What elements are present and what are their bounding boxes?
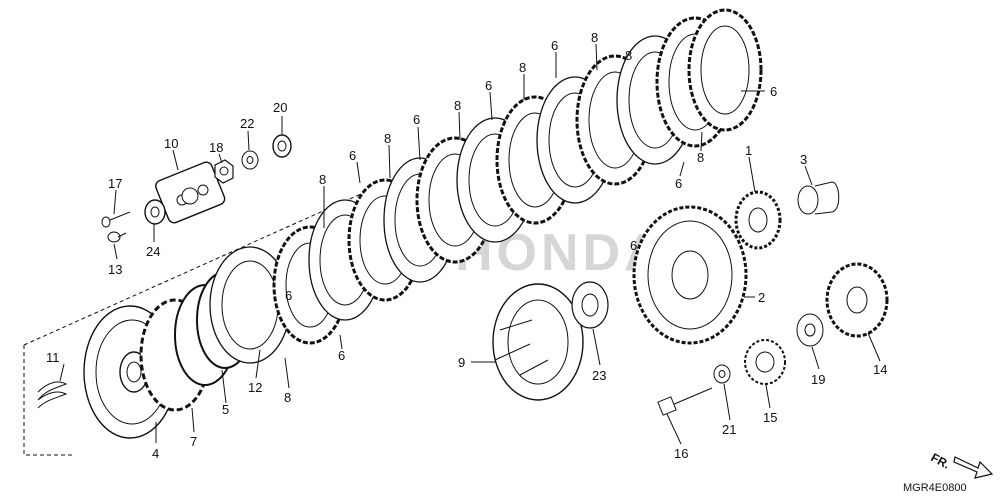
callout-20: 20	[273, 100, 287, 115]
callout-8: 8	[697, 150, 704, 165]
right-parts	[492, 181, 889, 416]
callout-6: 6	[338, 348, 345, 363]
plate-stack	[83, 8, 763, 439]
callout-labels: 1 2 3 4 5 6 6 6 6 6 6 6 6 6 7 8 8 8 8 8 …	[46, 30, 887, 461]
callout-19: 19	[811, 372, 825, 387]
callout-6: 6	[551, 38, 558, 53]
callout-10: 10	[164, 136, 178, 151]
callout-6: 6	[675, 176, 682, 191]
callout-23: 23	[592, 368, 606, 383]
callout-8: 8	[384, 131, 391, 146]
front-direction-indicator: FR.	[929, 450, 994, 479]
callout-8: 8	[454, 98, 461, 113]
callout-2: 2	[758, 290, 765, 305]
callout-16: 16	[674, 446, 688, 461]
callout-12: 12	[248, 380, 262, 395]
callout-24: 24	[146, 244, 160, 259]
callout-11: 11	[46, 350, 60, 365]
disc-plate-pairs	[272, 8, 763, 345]
callout-1: 1	[745, 143, 752, 158]
callout-3: 3	[800, 152, 807, 167]
callout-15: 15	[763, 410, 777, 425]
callout-5: 5	[222, 402, 229, 417]
leader-lines	[59, 43, 881, 445]
callout-6: 6	[285, 288, 292, 303]
callout-8: 8	[319, 172, 326, 187]
callout-8: 8	[519, 60, 526, 75]
callout-4: 4	[152, 446, 159, 461]
callout-8: 8	[625, 48, 632, 63]
callout-6: 6	[349, 148, 356, 163]
callout-7: 7	[190, 434, 197, 449]
drawing-code: MGR4E0800	[903, 482, 967, 494]
callout-9: 9	[458, 355, 465, 370]
callout-6: 6	[770, 84, 777, 99]
arrow-icon	[953, 456, 994, 479]
callout-14: 14	[873, 362, 887, 377]
callout-21: 21	[722, 422, 736, 437]
callout-18: 18	[209, 140, 223, 155]
direction-label: FR.	[929, 450, 953, 471]
callout-8: 8	[284, 390, 291, 405]
callout-8: 8	[591, 30, 598, 45]
callout-22: 22	[240, 116, 254, 131]
callout-6: 6	[630, 238, 637, 253]
damper-parts	[37, 134, 292, 409]
callout-6: 6	[485, 78, 492, 93]
callout-6: 6	[413, 112, 420, 127]
callout-17: 17	[108, 176, 122, 191]
callout-13: 13	[108, 262, 122, 277]
